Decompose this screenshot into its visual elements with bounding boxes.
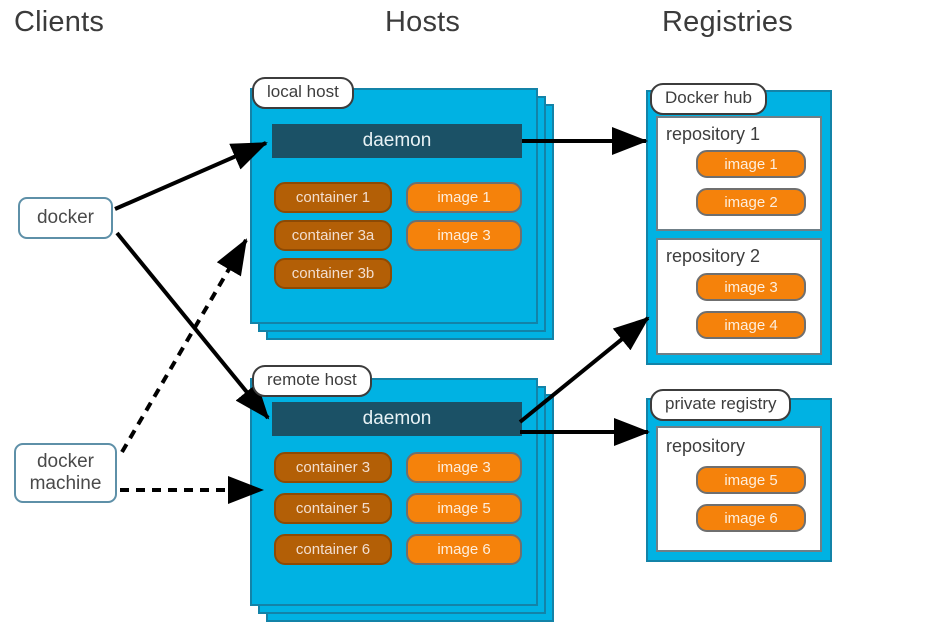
docker-hub-repository-1-image-2-label: image 2 (724, 193, 778, 211)
docker-hub-repository-2-image-4[interactable]: image 4 (696, 311, 806, 339)
private-registry-tab: private registry (650, 389, 792, 421)
docker-hub-repository-1-title: repository 1 (666, 124, 761, 144)
docker-hub-repository-2-panel[interactable]: repository 2 image 3 image 4 (656, 238, 822, 355)
local-host-daemon-label: daemon (362, 130, 432, 151)
private-registry-image-6-label: image 6 (724, 509, 778, 527)
local-host-container-3a[interactable]: container 3a (274, 220, 392, 251)
local-host-tab-label: local host (267, 82, 339, 101)
arrow-docker-to-remote-daemon (115, 231, 270, 420)
remote-host-image-3[interactable]: image 3 (406, 452, 522, 483)
remote-host-image-6-label: image 6 (437, 541, 491, 558)
docker-hub-tab: Docker hub (650, 83, 767, 115)
docker-hub-repository-1-image-1-label: image 1 (724, 155, 778, 173)
remote-host-container-5[interactable]: container 5 (274, 493, 392, 524)
local-host-image-1-label: image 1 (437, 189, 491, 206)
remote-host-daemon-label: daemon (362, 408, 432, 429)
remote-host-image-3-label: image 3 (437, 459, 491, 476)
local-host-container-3b-label: container 3b (291, 265, 375, 282)
local-host-container-1[interactable]: container 1 (274, 182, 392, 213)
docker-hub-repository-1-image-2[interactable]: image 2 (696, 188, 806, 216)
local-host-container-3a-label: container 3a (291, 227, 375, 244)
docker-hub-tab-label: Docker hub (665, 88, 752, 107)
column-title-clients: Clients (14, 6, 105, 38)
docker-hub-repository-1-image-1[interactable]: image 1 (696, 150, 806, 178)
column-title-registries: Registries (662, 6, 793, 38)
remote-host-tab-label: remote host (267, 370, 357, 389)
private-registry-image-5-label: image 5 (724, 471, 778, 489)
docker-hub-repository-1-panel[interactable]: repository 1 image 1 image 2 (656, 116, 822, 231)
remote-host-container-6-label: container 6 (295, 541, 371, 558)
local-host-daemon[interactable]: daemon (272, 124, 522, 158)
local-host-container-1-label: container 1 (295, 189, 371, 206)
remote-host-container-3-label: container 3 (295, 459, 371, 476)
client-docker-machine-label-line1: docker (36, 451, 95, 473)
docker-hub-repository-2-title: repository 2 (666, 246, 761, 266)
private-registry-repository-panel[interactable]: repository image 5 image 6 (656, 426, 822, 552)
arrow-docker-to-local-daemon (114, 141, 268, 211)
client-docker-machine-label-line2: machine (29, 473, 102, 494)
private-registry-image-5[interactable]: image 5 (696, 466, 806, 494)
local-host-image-1[interactable]: image 1 (406, 182, 522, 213)
client-docker-machine[interactable]: docker machine (14, 443, 117, 503)
private-registry-image-6[interactable]: image 6 (696, 504, 806, 532)
remote-host-image-5[interactable]: image 5 (406, 493, 522, 524)
local-host-image-3[interactable]: image 3 (406, 220, 522, 251)
docker-hub-repository-2-image-3[interactable]: image 3 (696, 273, 806, 301)
registry-docker-hub[interactable]: repository 1 image 1 image 2 repository … (646, 83, 832, 365)
remote-host-container-6[interactable]: container 6 (274, 534, 392, 565)
private-registry-tab-label: private registry (665, 394, 777, 413)
local-host-image-3-label: image 3 (437, 227, 491, 244)
local-host-tab: local host (252, 77, 354, 109)
remote-host-container-5-label: container 5 (295, 500, 371, 517)
private-registry-repository-title: repository (666, 436, 746, 456)
remote-host-container-3[interactable]: container 3 (274, 452, 392, 483)
column-title-hosts: Hosts (385, 6, 461, 38)
host-remote-host[interactable]: daemon container 3 container 5 container… (250, 365, 580, 628)
docker-hub-repository-2-image-4-label: image 4 (724, 316, 778, 334)
remote-host-daemon[interactable]: daemon (272, 402, 522, 436)
remote-host-image-5-label: image 5 (437, 500, 491, 517)
local-host-container-3b[interactable]: container 3b (274, 258, 392, 289)
host-local-host[interactable]: daemon container 1 container 3a containe… (250, 77, 570, 340)
remote-host-image-6[interactable]: image 6 (406, 534, 522, 565)
registry-private-registry[interactable]: repository image 5 image 6 private regis… (646, 389, 832, 562)
arrow-docker-machine-to-local-host (120, 238, 248, 454)
remote-host-tab: remote host (252, 365, 372, 397)
client-docker[interactable]: docker (18, 197, 113, 239)
client-docker-label: docker (36, 207, 95, 229)
docker-hub-repository-2-image-3-label: image 3 (724, 278, 778, 296)
